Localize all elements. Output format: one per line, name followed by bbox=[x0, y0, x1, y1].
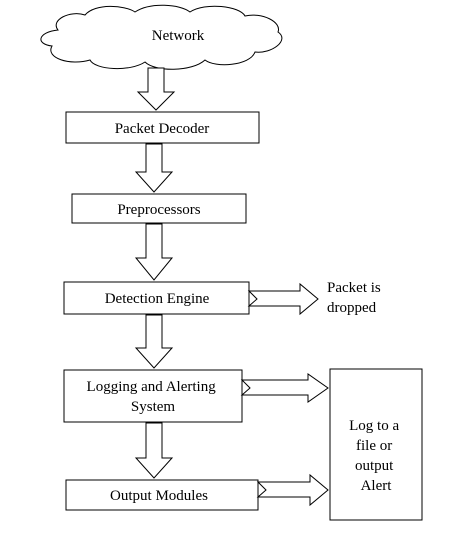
logging-alerting-box bbox=[63, 369, 243, 423]
arrow-output-to-log bbox=[256, 473, 329, 507]
arrow-preprocessors-to-detection bbox=[134, 223, 174, 281]
logging-alerting-line-1: Logging and Alerting bbox=[87, 379, 217, 395]
arrow-decoder-to-preprocessors bbox=[134, 143, 174, 193]
logging-alerting-label: Logging and Alerting System bbox=[87, 379, 220, 415]
output-modules-box bbox=[65, 479, 259, 511]
log-output-label: Log to a file or output Alert bbox=[349, 418, 403, 494]
network-label: Network bbox=[152, 28, 205, 44]
log-output-line-2: file or bbox=[356, 438, 392, 454]
detection-engine-label: Detection Engine bbox=[105, 291, 210, 307]
logging-alerting-node: Logging and Alerting System bbox=[63, 369, 243, 423]
output-modules-label: Output Modules bbox=[110, 488, 208, 504]
packet-decoder-box bbox=[65, 111, 260, 144]
packet-decoder-node: Packet Decoder bbox=[65, 111, 260, 144]
arrow-logging-to-output bbox=[134, 422, 174, 479]
log-output-box bbox=[329, 368, 423, 521]
arrow-detection-to-dropped bbox=[247, 282, 319, 316]
network-cloud-shape bbox=[40, 4, 283, 70]
packet-decoder-label: Packet Decoder bbox=[115, 121, 210, 137]
packet-dropped-line-1: Packet is bbox=[327, 280, 381, 296]
detection-engine-box bbox=[63, 281, 250, 315]
output-modules-node: Output Modules bbox=[65, 479, 259, 511]
packet-dropped-line-2: dropped bbox=[327, 300, 377, 316]
logging-alerting-line-2: System bbox=[131, 399, 176, 415]
log-output-node: Log to a file or output Alert bbox=[329, 368, 423, 521]
log-output-line-4: Alert bbox=[361, 478, 393, 494]
detection-engine-node: Detection Engine bbox=[63, 281, 250, 315]
preprocessors-box bbox=[71, 193, 247, 224]
arrow-detection-to-logging bbox=[134, 314, 174, 369]
preprocessors-label: Preprocessors bbox=[117, 202, 200, 218]
log-output-line-1: Log to a bbox=[349, 418, 399, 434]
preprocessors-node: Preprocessors bbox=[71, 193, 247, 224]
arrow-logging-to-log bbox=[240, 373, 329, 403]
packet-dropped-label: Packet is dropped bbox=[327, 280, 385, 316]
log-output-line-3: output bbox=[355, 458, 394, 474]
arrow-network-to-decoder bbox=[136, 67, 176, 111]
network-cloud: Network bbox=[40, 4, 283, 70]
